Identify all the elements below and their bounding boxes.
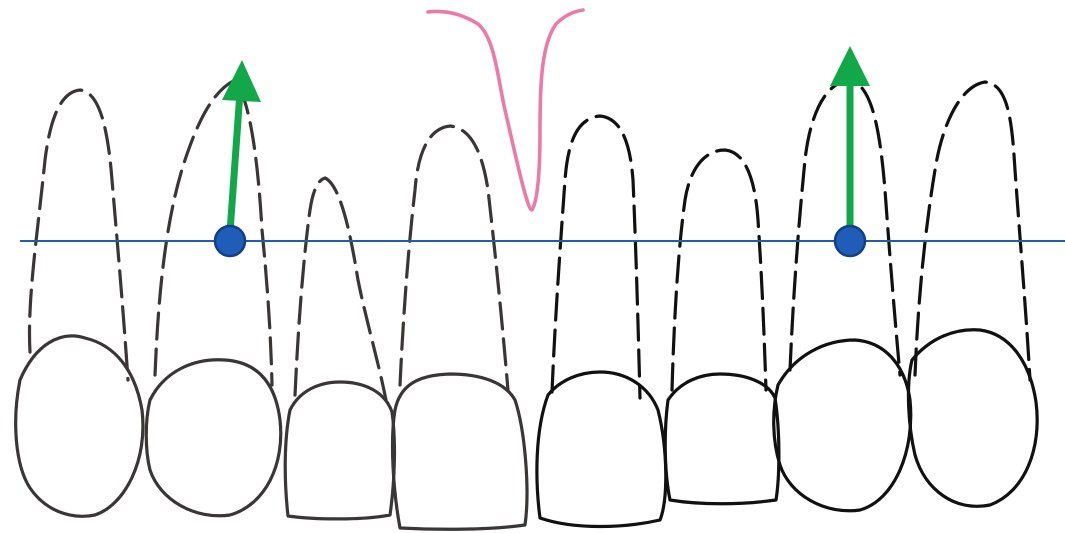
tooth-6-crown [665,374,779,504]
tooth-8 [908,82,1037,506]
tooth-6 [665,150,779,504]
up-arrow-icon [222,60,261,102]
tooth-6-root [672,150,766,390]
tooth-5-root [552,116,640,398]
tooth-3-crown [285,382,394,519]
circle-marker [835,226,865,256]
tooth-2-root [155,80,272,385]
tooth-4 [393,126,527,529]
tooth-2 [146,80,281,516]
up-arrow-icon [830,46,870,86]
tooth-1 [16,90,143,516]
left-up-arrow-shaft [230,92,240,232]
right-movement-indicator [830,46,870,256]
tooth-3 [285,178,394,519]
tooth-5-crown [537,372,666,527]
tooth-7 [774,80,911,511]
tooth-4-root [400,126,508,390]
tooth-5 [537,116,666,527]
circle-marker [215,226,245,256]
gingival-papilla-outline [428,10,583,210]
tooth-7-crown [774,340,911,511]
tooth-1-crown [16,336,143,516]
tooth-4-crown [393,374,527,529]
tooth-3-root [295,178,386,400]
tooth-8-root [915,82,1030,380]
tooth-2-crown [146,360,281,516]
tooth-8-crown [908,330,1037,507]
